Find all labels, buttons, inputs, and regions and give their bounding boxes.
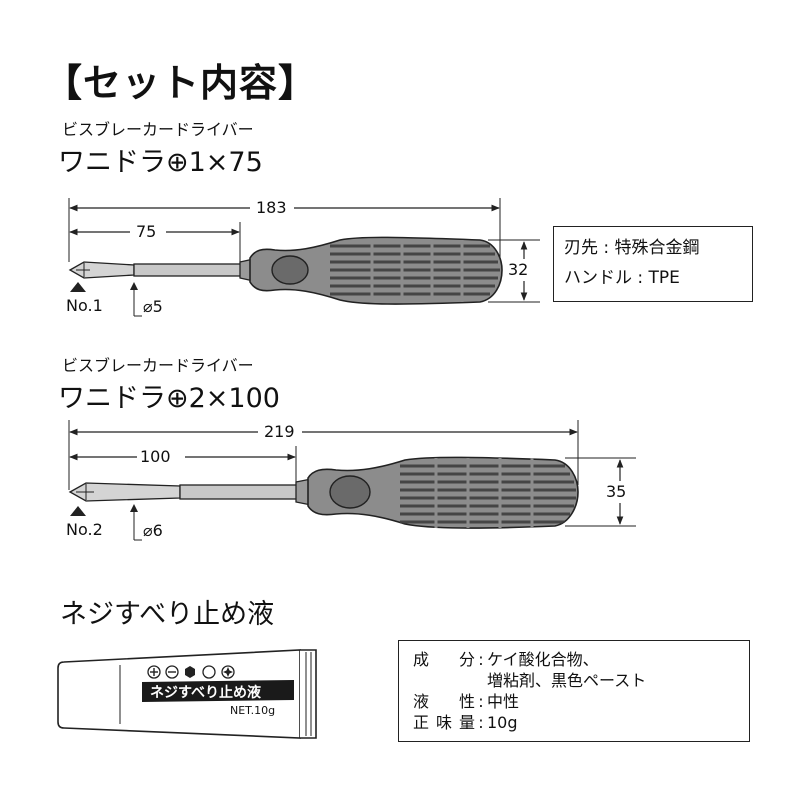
shaft-diameter-label-2: ⌀6: [143, 521, 163, 540]
screwdriver-2-grip-oval: [329, 475, 371, 509]
screwdriver-1-shaft: [133, 263, 245, 277]
dim-blade-label-1: 75: [136, 222, 157, 241]
screwdriver-2-shaft: [179, 484, 301, 500]
shaft-diameter-label-1: ⌀5: [143, 297, 163, 316]
product-1-spec-box: 刃先 : 特殊合金鋼 ハンドル : TPE: [553, 226, 753, 302]
dim-blade-label-2: 100: [140, 447, 171, 466]
spec-row-composition-cont: 増粘剤、黒色ペースト: [487, 671, 647, 690]
tube-net-text: NET.10g: [230, 704, 276, 717]
spec-row-liquid-nature: 液性:中性: [413, 692, 520, 711]
spec-row-blade: 刃先 : 特殊合金鋼: [564, 238, 700, 258]
dim-diameter-label-2: 35: [606, 482, 627, 501]
spec-row-net-amount: 正味量:10g: [413, 713, 518, 732]
tip-no-label-1: No.1: [66, 296, 103, 315]
tube-label-band: [142, 680, 294, 702]
round-head-icon: [202, 665, 216, 679]
spec-row-handle: ハンドル : TPE: [564, 268, 680, 288]
screwdriver-1-grip-oval: [271, 255, 309, 285]
page-title: 【セット内容】: [44, 61, 318, 105]
minus-head-icon: [165, 665, 179, 679]
tube-label-text: ネジすべり止め液: [150, 685, 262, 701]
star-head-icon: [221, 665, 235, 679]
liquid-title: ネジすべり止め液: [60, 599, 275, 630]
product-2-model: ワニドラ⊕2×100: [58, 383, 280, 414]
dim-total-label-1: 183: [256, 198, 287, 217]
liquid-spec-box: 成分:ケイ酸化合物、 増粘剤、黒色ペースト 液性:中性 正味量:10g: [398, 640, 750, 742]
plus-head-icon: [147, 665, 161, 679]
screwdriver-1-drawing: [68, 198, 542, 317]
dim-diameter-label-1: 32: [508, 260, 529, 279]
liquid-tube-drawing: [57, 649, 317, 739]
tip-no-label-2: No.2: [66, 520, 103, 539]
screwdriver-2-drawing: [68, 420, 640, 541]
product-1-model: ワニドラ⊕1×75: [58, 147, 263, 178]
spec-row-composition: 成分:ケイ酸化合物、: [413, 650, 599, 669]
product-2-category: ビスブレーカードライバー: [62, 356, 254, 375]
product-1-category: ビスブレーカードライバー: [62, 120, 254, 139]
hex-head-icon: [185, 666, 195, 678]
dim-total-label-2: 219: [264, 422, 295, 441]
